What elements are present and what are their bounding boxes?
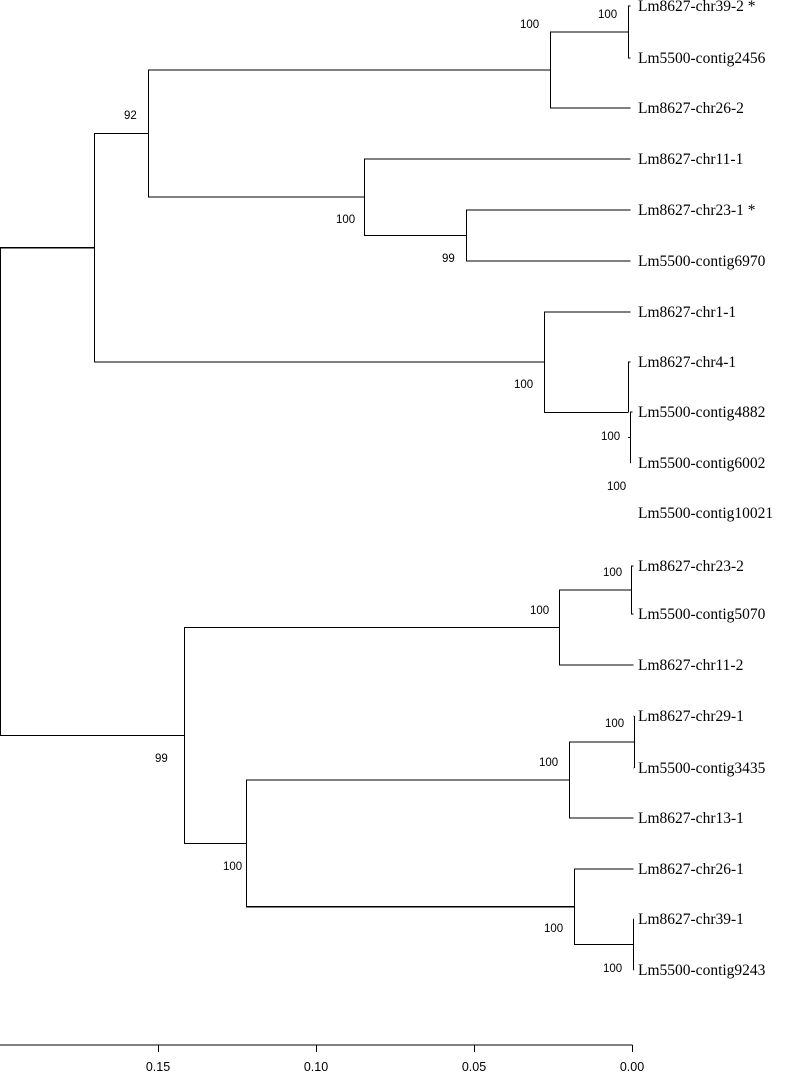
leaf-label: Lm8627-chr4-1 [638, 354, 736, 371]
bootstrap-support-value: 99 [442, 253, 455, 265]
bootstrap-support-value: 100 [539, 757, 558, 769]
leaf-label: Lm5500-contig9243 [638, 962, 766, 979]
bootstrap-support-value: 100 [598, 9, 617, 21]
leaf-label: Lm8627-chr13-1 [638, 810, 744, 827]
bootstrap-support-value: 100 [520, 19, 539, 31]
leaf-label: Lm5500-contig6970 [638, 253, 766, 270]
leaf-label: Lm5500-contig10021 [638, 505, 773, 522]
leaf-label: Lm8627-chr26-1 [638, 861, 744, 878]
bootstrap-support-value: 99 [155, 753, 168, 765]
leaf-label: Lm8627-chr11-1 [638, 151, 743, 168]
bootstrap-support-value: 100 [530, 605, 549, 617]
support-values: 100 100 92 100 99 100 100 100 100 100 100 100 100 99 1… [124, 9, 626, 975]
leaf-label: Lm8627-chr23-2 [638, 558, 744, 575]
axis-tick-label: 0.10 [304, 1060, 328, 1073]
bootstrap-support-value: 100 [514, 379, 533, 391]
tree-branches [0, 5, 636, 971]
leaf-label: Lm5500-contig3435 [638, 760, 766, 777]
bootstrap-support-value: 100 [601, 431, 620, 443]
bootstrap-support-value: 100 [603, 567, 622, 579]
bootstrap-support-value: 100 [603, 963, 622, 975]
leaf-label: Lm8627-chr1-1 [638, 304, 736, 321]
axis-tick-label: 0.15 [146, 1060, 170, 1073]
bootstrap-support-value: 100 [223, 861, 242, 873]
scale-axis: 0.15 0.10 0.05 0.00 [0, 1044, 644, 1073]
bootstrap-support-value: 100 [607, 481, 626, 493]
leaf-label: Lm8627-chr39-2 * [638, 0, 756, 15]
leaf-label: Lm8627-chr29-1 [638, 708, 744, 725]
bootstrap-support-value: 100 [544, 923, 563, 935]
bootstrap-support-value: 100 [336, 214, 355, 226]
leaf-label: Lm5500-contig6002 [638, 455, 765, 472]
axis-tick-label: 0.05 [462, 1060, 486, 1073]
leaf-label: Lm8627-chr23-1 * [638, 202, 756, 219]
bootstrap-support-value: 100 [605, 718, 624, 730]
leaf-label: Lm5500-contig5070 [638, 606, 766, 623]
leaf-label: Lm5500-contig2456 [638, 50, 766, 67]
leaf-label: Lm8627-chr39-1 [638, 911, 744, 928]
axis-tick-label: 0.00 [620, 1060, 644, 1073]
leaf-label: Lm8627-chr26-2 [638, 100, 744, 117]
leaf-label: Lm5500-contig4882 [638, 404, 765, 421]
bootstrap-support-value: 92 [124, 110, 137, 122]
leaf-labels: Lm8627-chr39-2 * Lm5500-contig2456Lm8627-… [638, 0, 773, 979]
leaf-label: Lm8627-chr11-2 [638, 657, 743, 674]
